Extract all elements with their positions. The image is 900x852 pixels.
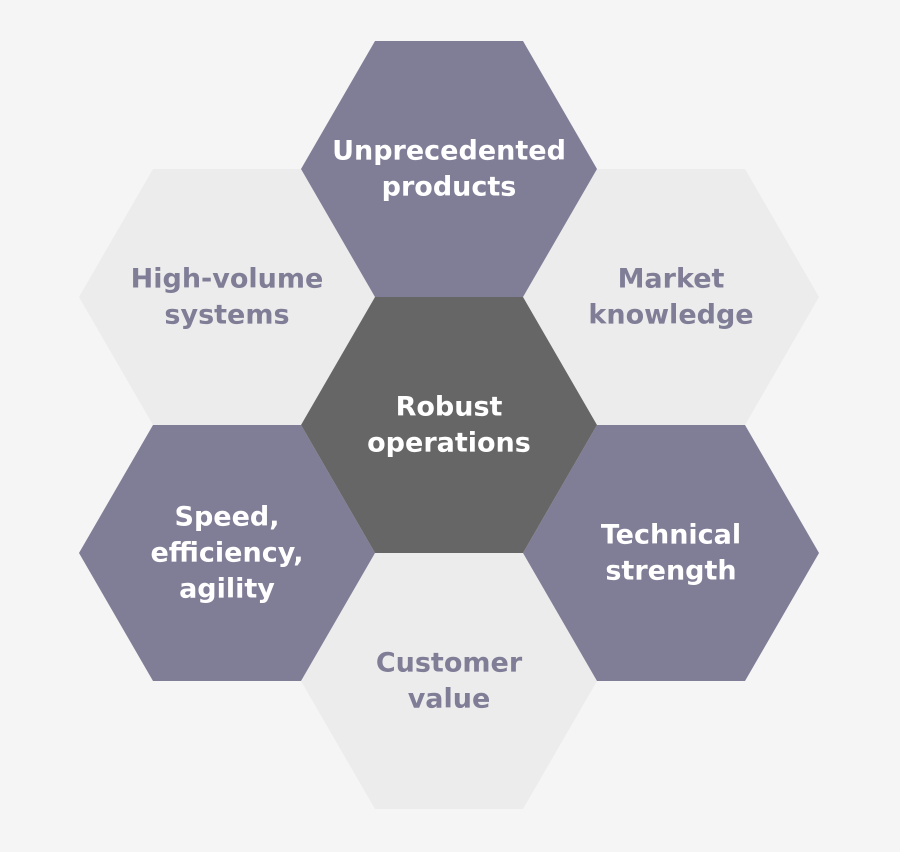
hexagon-label-line: agility [179, 574, 275, 605]
hexagon-market-knowledge: Market knowledge [523, 169, 819, 425]
hexagon-shape [301, 553, 597, 809]
hexagon-technical-strength: Technical strength [523, 425, 819, 681]
hexagon-label-line: Unprecedented [332, 136, 566, 167]
hexagon-label-line: value [408, 684, 491, 715]
hexagon-shape [301, 41, 597, 297]
hexagon-label-line: knowledge [588, 300, 753, 331]
hexagon-label-line: efficiency, [151, 538, 304, 569]
hexagon-shape [523, 169, 819, 425]
hexagon-label-line: Speed, [175, 502, 280, 533]
hexagon-label-line: operations [367, 428, 531, 459]
hexagon-label-line: High-volume [131, 264, 324, 295]
hexagon-shape [301, 297, 597, 553]
hexagon-label-line: systems [164, 300, 289, 331]
hexagon-label-line: Market [618, 264, 725, 295]
hexagon-label-line: Customer [376, 648, 523, 679]
hexagon-label-line: products [382, 172, 517, 203]
hexagon-shape [523, 425, 819, 681]
hexagon-label-line: Technical [601, 520, 741, 551]
hexagon-high-volume-systems: High-volume systems [79, 169, 375, 425]
hexagon-label-line: strength [605, 556, 736, 587]
hexagon-speed-efficiency-agility: Speed, efficiency, agility [79, 425, 375, 681]
hexagon-robust-operations: Robust operations [301, 297, 597, 553]
hexagon-customer-value: Customer value [301, 553, 597, 809]
hexagon-shape [79, 425, 375, 681]
hexagon-shape [79, 169, 375, 425]
hexagon-unprecedented-products: Unprecedented products [301, 41, 597, 297]
hexagon-label-line: Robust [396, 392, 503, 423]
